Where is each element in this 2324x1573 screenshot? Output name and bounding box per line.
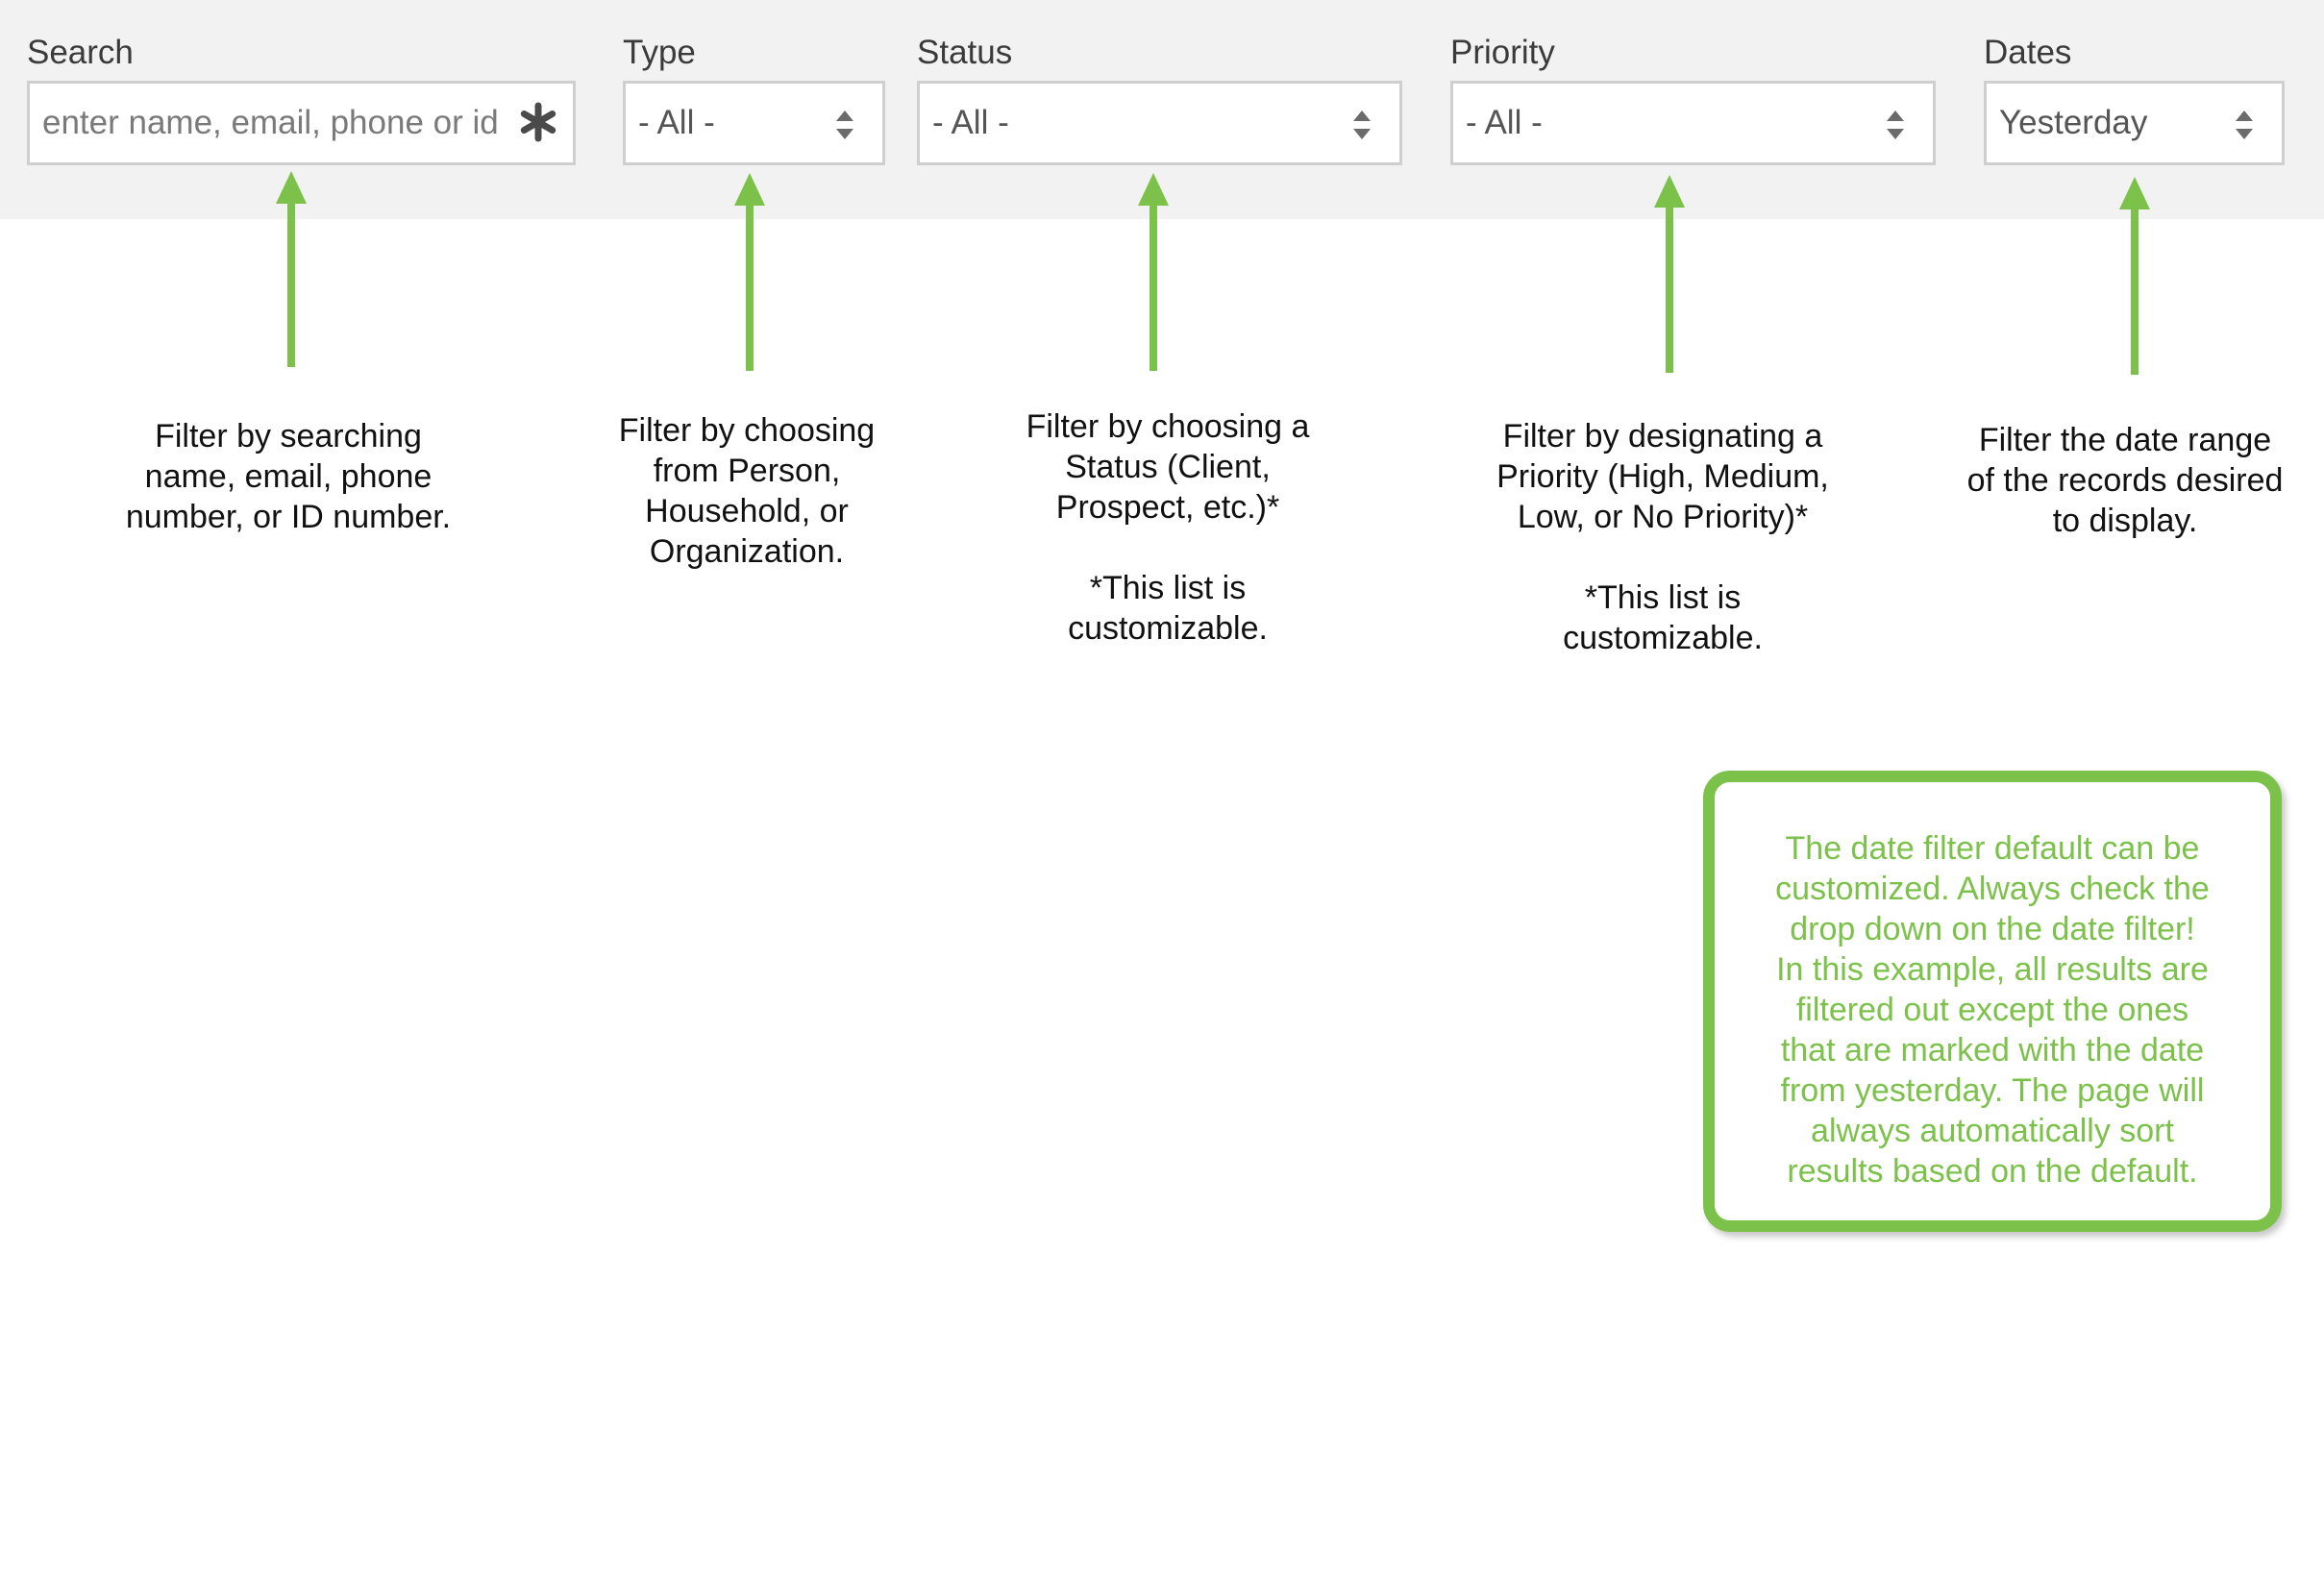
search-input[interactable]: enter name, email, phone or id	[27, 81, 576, 165]
sort-arrows-icon	[1887, 111, 1904, 139]
callout-line: of the records desired	[1966, 462, 2284, 499]
callout-line: name, email, phone	[144, 458, 433, 495]
note-text: The date filter default can be customize…	[1715, 828, 2270, 1192]
type-label: Type	[623, 34, 696, 71]
priority-callout: Filter by designating a Priority (High, …	[1496, 416, 1829, 658]
callout-line: number, or ID number.	[125, 499, 452, 535]
callout-line: from Person,	[653, 453, 841, 489]
dates-label: Dates	[1984, 34, 2072, 71]
note-line: The date filter default can be	[1785, 830, 2200, 867]
note-line: from yesterday. The page will	[1780, 1072, 2205, 1109]
arrow-up-icon	[1654, 175, 1685, 373]
callout-line: Organization.	[649, 533, 845, 570]
callout-line: Filter the date range	[1978, 422, 2272, 458]
type-selected-value: - All -	[638, 104, 715, 141]
callout-line	[1026, 528, 1310, 568]
callout-line	[1496, 537, 1829, 578]
arrow-up-icon	[276, 171, 307, 367]
type-callout: Filter by choosing from Person, Househol…	[619, 410, 875, 572]
callout-line: *This list is	[1089, 570, 1247, 606]
sort-arrows-icon	[836, 111, 853, 139]
status-label: Status	[917, 34, 1013, 71]
callout-line: to display.	[2052, 503, 2198, 539]
arrow-up-icon	[2119, 177, 2150, 375]
callout-line: Filter by choosing	[618, 412, 876, 449]
status-selected-value: - All -	[932, 104, 1009, 141]
note-line: drop down on the date filter!	[1790, 911, 2195, 947]
arrow-up-icon	[1138, 173, 1169, 371]
dates-callout: Filter the date range of the records des…	[1967, 420, 2284, 541]
note-line: always automatically sort	[1811, 1113, 2174, 1149]
filter-bar: Search enter name, email, phone or id Ty…	[0, 0, 2324, 219]
date-filter-note: The date filter default can be customize…	[1703, 771, 2282, 1232]
priority-label: Priority	[1450, 34, 1555, 71]
note-line: results based on the default.	[1787, 1153, 2198, 1190]
sort-arrows-icon	[2236, 111, 2253, 139]
callout-line: Status (Client,	[1065, 449, 1271, 485]
callout-line: Prospect, etc.)*	[1055, 489, 1280, 526]
callout-line: Household, or	[645, 493, 849, 529]
callout-line: Low, or No Priority)*	[1517, 499, 1809, 535]
note-line: customized. Always check the	[1775, 871, 2210, 907]
priority-selected-value: - All -	[1466, 104, 1543, 141]
arrow-up-icon	[734, 173, 765, 371]
priority-select[interactable]: - All -	[1450, 81, 1936, 165]
search-label: Search	[27, 34, 134, 71]
status-select[interactable]: - All -	[917, 81, 1402, 165]
callout-line: customizable.	[1068, 610, 1268, 647]
type-select[interactable]: - All -	[623, 81, 885, 165]
callout-line: Filter by searching	[155, 418, 422, 455]
note-line: In this example, all results are	[1776, 951, 2209, 988]
dates-select[interactable]: Yesterday	[1984, 81, 2285, 165]
note-line: that are marked with the date	[1780, 1032, 2205, 1069]
dates-selected-value: Yesterday	[1999, 104, 2148, 141]
callout-line: customizable.	[1563, 620, 1763, 656]
search-placeholder: enter name, email, phone or id	[42, 104, 499, 141]
callout-line: Filter by choosing a	[1026, 408, 1310, 445]
search-callout: Filter by searching name, email, phone n…	[126, 416, 451, 537]
note-line: filtered out except the ones	[1795, 992, 2189, 1028]
callout-line: *This list is	[1584, 579, 1742, 616]
sort-arrows-icon	[1353, 111, 1371, 139]
asterisk-icon	[520, 102, 556, 142]
callout-line: Filter by designating a	[1502, 418, 1823, 455]
callout-line: Priority (High, Medium,	[1496, 458, 1829, 495]
status-callout: Filter by choosing a Status (Client, Pro…	[1026, 406, 1310, 649]
